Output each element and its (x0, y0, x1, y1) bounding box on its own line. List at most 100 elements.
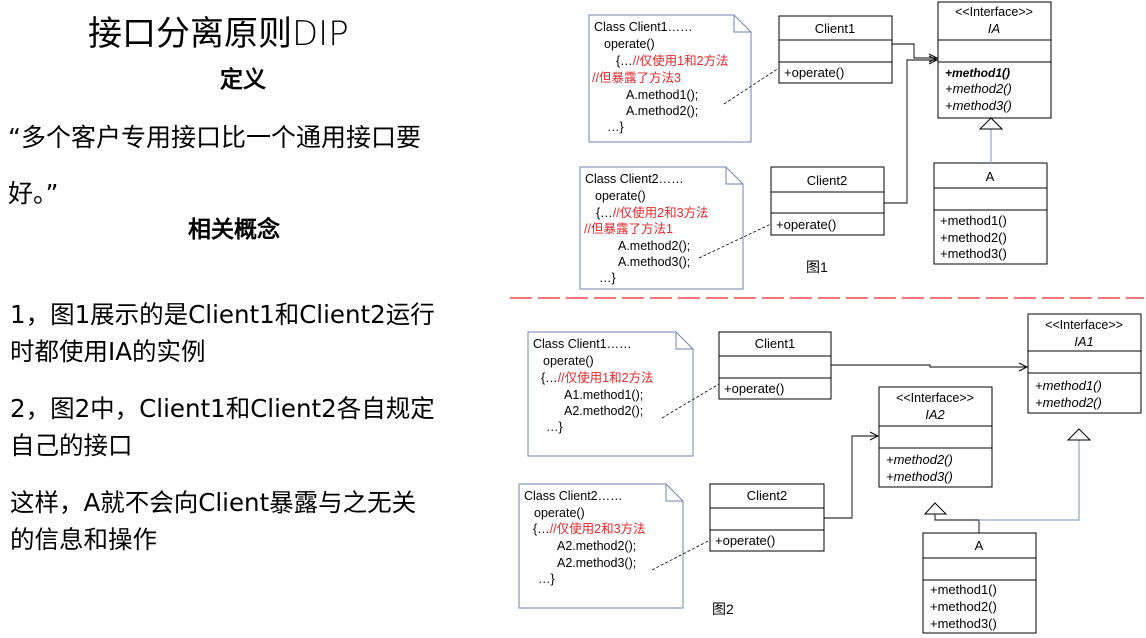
fig1-ia-stereotype: <<Interface>> (955, 5, 1033, 19)
fig2-ia1-name: IA1 (1074, 334, 1094, 349)
fig2-assoc-client2-ia2 (824, 436, 878, 519)
fig1-client1-name: Client1 (815, 21, 855, 36)
concept-point-3-line-2: 的信息和操作 (10, 525, 157, 554)
fig1-note2-line5: A.method2(); (618, 239, 690, 253)
fig1-note1-line4: //但暴露了方法3 (592, 70, 681, 85)
fig2-note-client2: Class Client2…… operate() {…//仅使用2和3方法 A… (518, 483, 684, 609)
fig2-note1-line5: A2.method2(); (564, 404, 643, 418)
fig1-note2-connector (698, 223, 772, 259)
fig1-ia-name: IA (988, 21, 1000, 36)
fig1-caption: 图1 (806, 259, 828, 275)
fig1-assoc-client2-ia (884, 60, 937, 204)
fig2-note1-line3: {…//仅使用1和2方法 (541, 370, 654, 385)
definition-heading: 定义 (220, 67, 266, 93)
fig1-note2-line4: //但暴露了方法1 (584, 221, 673, 236)
fig2-a-method1: +method1() (930, 582, 997, 597)
page-title: 接口分离原则DIP (88, 14, 349, 54)
fig2-caption: 图2 (712, 601, 734, 617)
fig1-note1-line3: {…//仅使用1和2方法 (616, 53, 729, 68)
fig2-note1-line2: operate() (543, 354, 594, 368)
fig2-ia2-name: IA2 (925, 407, 945, 422)
fig1-note2-line7: …} (599, 271, 616, 285)
fig1-interface-ia: <<Interface>> IA +method1() +method2() +… (937, 1, 1052, 119)
fig1-class-client1: Client1 +operate() (778, 15, 893, 84)
fig1-a-method2: +method2() (940, 230, 1007, 245)
concept-point-3: 这样，A就不会向Client暴露与之无关 的信息和操作 (10, 484, 416, 558)
fig2-class-client2: Client2 +operate() (709, 483, 825, 552)
definition-line-1: “多个客户专用接口比一个通用接口要 (8, 123, 421, 152)
fig2-note-client1: Class Client1…… operate() {…//仅使用1和2方法 A… (527, 331, 694, 457)
fig2-note1-line4: A1.method1(); (564, 388, 643, 402)
fig1-note2-line1: Class Client2…… (585, 172, 684, 186)
figure-2: Class Client1…… operate() {…//仅使用1和2方法 A… (518, 313, 1142, 634)
fig2-client2-operate: +operate() (715, 533, 775, 548)
fig1-note1-line7: …} (607, 120, 624, 134)
fig2-class-client1: Client1 +operate() (718, 331, 832, 400)
fig2-a-method2: +method2() (930, 599, 997, 614)
definition-line-2: 好。” (8, 179, 59, 208)
concept-point-2-line-1: 2，图2中，Client1和Client2各自规定 (10, 394, 435, 423)
figure-1: Class Client1…… operate() {…//仅使用1和2方法 /… (579, 1, 1052, 290)
fig1-class-client2: Client2 +operate() (770, 166, 885, 236)
concept-point-1-line-2: 时都使用IA的实例 (10, 337, 206, 366)
fig1-client1-operate: +operate() (784, 65, 844, 80)
fig1-ia-method2: +method2() (945, 81, 1012, 96)
fig2-client1-name: Client1 (755, 336, 795, 351)
fig2-assoc-client1-ia1 (831, 365, 1027, 367)
fig1-note2-line3: {…//仅使用2和3方法 (596, 205, 709, 220)
fig1-note-client1: Class Client1…… operate() {…//仅使用1和2方法 /… (588, 14, 752, 143)
fig1-ia-method3: +method3() (945, 98, 1012, 113)
fig1-note1-line2: operate() (604, 37, 655, 51)
fig1-ia-method1: +method1() (945, 66, 1010, 80)
fig2-a-name: A (975, 538, 984, 553)
fig1-note1-line1: Class Client1…… (594, 20, 693, 34)
fig2-a-method3: +method3() (930, 616, 997, 631)
fig2-interface-ia2: <<Interface>> IA2 +method2() +method3() (878, 386, 993, 488)
fig2-note2-line4: A2.method2(); (557, 539, 636, 553)
fig1-a-method3: +method3() (940, 246, 1007, 261)
concept-point-3-line-1: 这样，A就不会向Client暴露与之无关 (10, 488, 417, 517)
fig2-ia1-method2: +method2() (1035, 395, 1102, 410)
fig1-note1-line5: A.method1(); (626, 88, 698, 102)
fig2-client2-name: Client2 (747, 488, 787, 503)
fig1-a-method1: +method1() (940, 213, 1007, 228)
concept-point-2-line-2: 自己的接口 (10, 431, 133, 460)
fig2-note1-connector (661, 383, 720, 419)
fig2-note2-line6: …} (538, 572, 555, 586)
fig2-interface-ia1: <<Interface>> IA1 +method1() +method2() (1027, 313, 1142, 414)
fig1-note-client2: Class Client2…… operate() {…//仅使用2和3方法 /… (579, 166, 744, 290)
fig1-note2-line6: A.method3(); (618, 255, 690, 269)
fig1-realization-triangle (978, 117, 1004, 130)
fig2-note1-line1: Class Client1…… (533, 337, 632, 351)
concept-point-1: 1，图1展示的是Client1和Client2运行 时都使用IA的实例 (10, 296, 435, 370)
fig1-a-name: A (986, 169, 995, 184)
fig2-note2-line2: operate() (534, 506, 585, 520)
fig2-note2-line1: Class Client2…… (524, 489, 623, 503)
fig2-realization-ia1-triangle (1066, 428, 1092, 441)
fig2-class-a: A +method1() +method2() +method3() (922, 532, 1037, 634)
fig2-ia1-stereotype: <<Interface>> (1045, 318, 1123, 332)
fig1-assoc-client1-ia (892, 43, 937, 58)
fig2-client1-operate: +operate() (724, 381, 784, 396)
fig1-note2-line2: operate() (595, 189, 646, 203)
fig2-note2-connector (651, 539, 711, 571)
fig2-ia1-method1: +method1() (1035, 378, 1102, 393)
fig2-ia2-method2: +method3() (886, 469, 953, 484)
fig2-realization-a-ia2 (934, 514, 980, 533)
fig2-note2-line3: {…//仅使用2和3方法 (533, 521, 646, 536)
concepts-heading: 相关概念 (188, 217, 280, 243)
fig1-class-a: A +method1() +method2() +method3() (933, 162, 1048, 265)
fig1-client2-operate: +operate() (776, 217, 836, 232)
fig1-note1-line6: A.method2(); (626, 104, 698, 118)
fig2-realization-a-ia1 (979, 440, 1080, 521)
fig2-note1-line6: …} (546, 420, 563, 434)
fig1-note1-connector (723, 67, 780, 105)
fig2-ia2-stereotype: <<Interface>> (896, 391, 974, 405)
fig2-ia2-method1: +method2() (886, 452, 953, 467)
concept-point-1-line-1: 1，图1展示的是Client1和Client2运行 (10, 300, 435, 329)
concept-point-2: 2，图2中，Client1和Client2各自规定 自己的接口 (10, 390, 435, 464)
fig2-realization-ia2-triangle (923, 502, 948, 515)
fig1-client2-name: Client2 (807, 173, 847, 188)
fig2-note2-line5: A2.method3(); (557, 556, 636, 570)
